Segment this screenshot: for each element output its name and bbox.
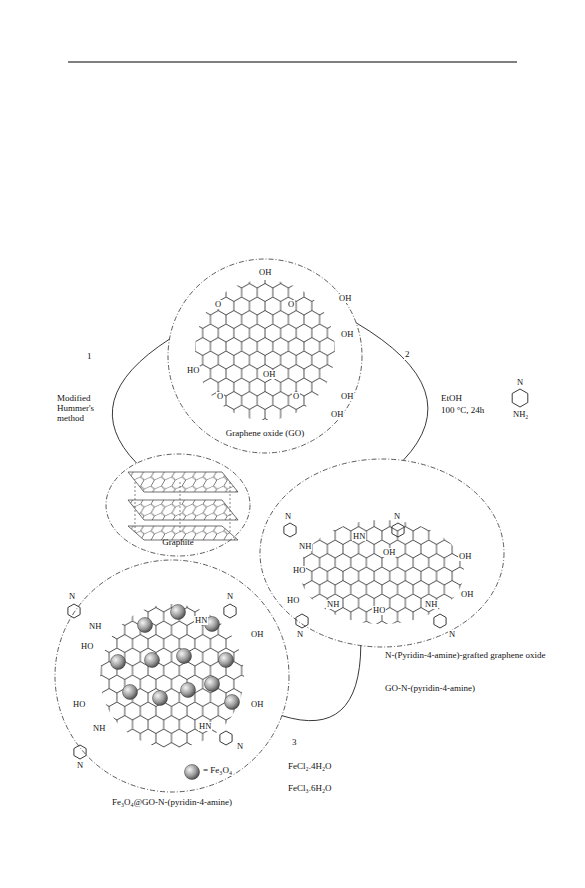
- step-number: 1: [86, 352, 93, 362]
- atom-label: HN: [198, 722, 212, 731]
- atom-label: NH: [424, 600, 438, 609]
- reaction-condition: 100 °C, 24h: [440, 406, 485, 416]
- reaction-stage-circle: Fe₃O₄@GO-N-(pyridin-4-amine): [54, 559, 290, 793]
- atom-label: N: [393, 512, 401, 521]
- reaction-condition: Modified Hummer's method: [56, 394, 108, 424]
- atom-label: OH: [330, 410, 344, 419]
- atom-label: OH: [340, 392, 354, 401]
- atom-label: O: [287, 300, 295, 309]
- atom-label: O: [216, 392, 224, 401]
- reaction-arc: [282, 646, 361, 721]
- atom-label: N: [516, 378, 524, 387]
- atom-label: OH: [460, 590, 474, 599]
- stage-caption: GO-N-(pyridin-4-amine): [385, 683, 560, 694]
- atom-label: N: [68, 592, 76, 601]
- step-number: 3: [291, 738, 298, 748]
- atom-label: NH₂: [512, 410, 529, 419]
- reaction-stage-circle: Graphene oxide (GO): [167, 258, 363, 454]
- stage-caption: N-(Pyridin-4-amine)-grafted graphene oxi…: [385, 650, 560, 661]
- atom-label: N: [448, 630, 456, 639]
- reagent-formula: FeCl₃.6H₂O: [287, 784, 333, 794]
- pyridine-rings: [68, 389, 528, 759]
- reagent-formula: FeCl₂.4H₂O: [287, 762, 333, 772]
- reaction-arc: [356, 323, 428, 461]
- atom-label: OH: [250, 700, 264, 709]
- atom-label: NH: [326, 600, 340, 609]
- atom-label: O: [292, 392, 300, 401]
- graphite-layers: [128, 472, 238, 540]
- atom-label: OH: [338, 294, 352, 303]
- graphene-lattice: [150, 275, 390, 435]
- atom-label: N: [236, 742, 244, 751]
- atom-label: HO: [292, 566, 306, 575]
- reaction-arc: [112, 339, 169, 463]
- atom-label: HO: [372, 606, 386, 615]
- atom-label: N: [284, 512, 292, 521]
- atom-label: N: [296, 630, 304, 639]
- reaction-stage-circle: Graphite: [105, 453, 251, 557]
- step-number: 2: [404, 350, 411, 360]
- fe3o4-particles: [111, 605, 240, 780]
- atom-label: O: [214, 300, 222, 309]
- atom-label: OH: [262, 370, 276, 379]
- graphene-lattice: [95, 600, 255, 755]
- atom-label: NH: [298, 542, 312, 551]
- atom-label: HN: [194, 616, 208, 625]
- header-rule: [68, 62, 517, 63]
- stage-caption: Graphite: [105, 537, 251, 548]
- stage-caption: Fe₃O₄@GO-N-(pyridin-4-amine): [34, 797, 310, 808]
- atom-label: OH: [340, 330, 354, 339]
- dashed-circle-outline: [167, 258, 363, 454]
- dashed-circle-outline: [54, 559, 290, 793]
- atom-label: NH: [92, 724, 106, 733]
- reaction-condition: EtOH: [440, 394, 463, 404]
- atom-label: HN: [352, 532, 366, 541]
- atom-label: HO: [286, 596, 300, 605]
- stage-caption: Graphene oxide (GO): [167, 428, 363, 439]
- graphene-lattice: [290, 515, 480, 630]
- atom-label: OH: [458, 552, 472, 561]
- atom-label: HO: [80, 642, 94, 651]
- atom-label: HO: [72, 700, 86, 709]
- atom-label: NH: [88, 622, 102, 631]
- legend-text: = Fe₃O₄: [202, 766, 233, 776]
- atom-label: OH: [382, 548, 396, 557]
- atom-label: HO: [186, 366, 200, 375]
- atom-label: OH: [250, 630, 264, 639]
- atom-label: N: [76, 761, 84, 770]
- atom-label: N: [226, 592, 234, 601]
- atom-label: OH: [258, 268, 272, 277]
